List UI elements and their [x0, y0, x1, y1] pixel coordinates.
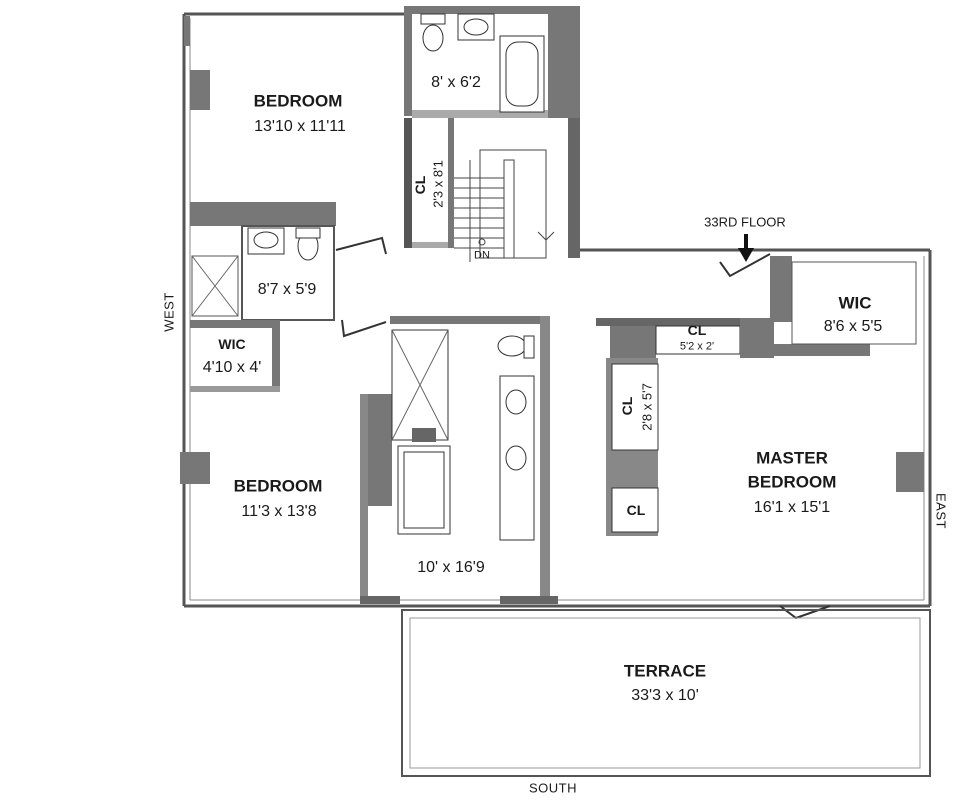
wic-master-walls	[770, 256, 917, 356]
closet-master-a-name: CL	[687, 322, 707, 338]
sink-icon	[505, 389, 527, 415]
closet-master-c-name: CL	[626, 502, 646, 518]
closet-top-walls	[404, 118, 580, 258]
closet-master-a-size: 5'2 x 2'	[679, 340, 715, 353]
bath-small	[191, 225, 335, 321]
terrace-outline	[401, 609, 931, 777]
toilet-icon	[497, 335, 527, 357]
bedroom-top-walls	[184, 16, 336, 226]
bedroom-top-name: BEDROOM	[253, 91, 343, 111]
stair-label: DN	[474, 249, 490, 262]
wic-west-walls	[190, 320, 280, 392]
compass-east: EAST	[933, 493, 949, 529]
bath-main-size: 10' x 16'9	[417, 559, 485, 576]
closet-top-size: 2'3 x 8'1	[430, 160, 446, 208]
wic-master-name: WIC	[838, 293, 872, 313]
compass-south: SOUTH	[529, 780, 577, 796]
master-bedroom-name-line1: MASTER	[756, 448, 828, 468]
exterior-walls	[182, 12, 932, 608]
closet-master-b-size: 2'8 x 5'7	[639, 383, 655, 431]
floor-label: 33RD FLOOR	[704, 214, 786, 230]
wic-master-size: 8'6 x 5'5	[823, 318, 883, 335]
bedroom-bottom-name: BEDROOM	[233, 476, 323, 496]
bath-top-size: 8' x 6'2	[431, 74, 481, 91]
bedroom-bottom-size: 11'3 x 13'8	[241, 503, 317, 520]
toilet-icon	[422, 24, 444, 52]
closet-top-name: CL	[412, 175, 428, 195]
bath-top-walls	[404, 6, 580, 118]
compass-west: WEST	[161, 292, 177, 332]
bedroom-top-size: 13'10 x 11'11	[254, 118, 346, 135]
sink-icon	[505, 445, 527, 471]
closet-master-b-name: CL	[619, 396, 635, 416]
stair	[454, 149, 555, 262]
wic-west-size: 4'10 x 4'	[202, 359, 262, 376]
master-bedroom-name-line2: BEDROOM	[747, 472, 837, 492]
master-bedroom-size: 16'1 x 15'1	[753, 499, 831, 516]
terrace-name: TERRACE	[623, 661, 707, 681]
floor-arrow	[738, 234, 754, 262]
bedroom-bottom-walls	[180, 452, 210, 484]
bath-main-walls	[360, 316, 558, 604]
master-closets	[596, 318, 924, 536]
bath-small-size: 8'7 x 5'9	[257, 281, 317, 298]
wic-west-name: WIC	[218, 336, 246, 352]
terrace-size: 33'3 x 10'	[631, 687, 699, 704]
